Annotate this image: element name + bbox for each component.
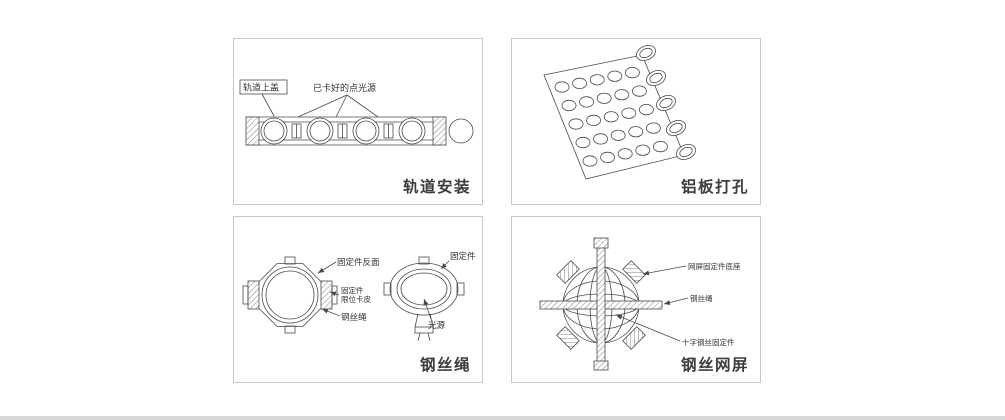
label-light-source: 光源	[428, 320, 446, 331]
label-wire-rope: 钢丝绳	[341, 312, 367, 323]
plate-diagram	[543, 45, 696, 180]
leader-lines	[317, 260, 450, 320]
panel-title-plate: 铝板打孔	[680, 178, 749, 196]
label-fixture-limit-2: 限位卡皮	[341, 294, 371, 304]
holes-grid	[554, 66, 668, 167]
mesh-diagram: 网屏固定件底座 钢丝绳 十字钢丝固定件	[539, 237, 741, 371]
fixture-back-ring	[242, 256, 338, 334]
fixture-front-ring	[383, 256, 465, 342]
panel-title-track: 轨道安装	[402, 178, 471, 196]
label-fixture-back: 固定件反面	[337, 257, 380, 268]
fixture-clips	[556, 237, 646, 371]
label-mesh-base: 网屏固定件底座	[688, 261, 741, 271]
label-clipped-lights: 已卡好的点光源	[313, 82, 376, 94]
lamps-group	[260, 117, 474, 145]
bottom-divider	[0, 416, 1005, 420]
leader-lines	[239, 79, 379, 118]
panel-title-mesh: 钢丝网屏	[680, 356, 749, 374]
panel-track-installation: 轨道上盖 已卡好的点光源 轨道安装	[233, 38, 483, 205]
label-fixture: 固定件	[450, 251, 476, 262]
label-track-cover: 轨道上盖	[243, 82, 279, 94]
track-diagram: 轨道上盖 已卡好的点光源	[239, 79, 474, 146]
panel-wire-mesh-screen: 网屏固定件底座 钢丝绳 十字钢丝固定件 钢丝网屏	[511, 216, 761, 383]
rope-diagram: 固定件反面 固定件 限位卡皮 钢丝绳 固定件 光源	[242, 251, 476, 342]
label-cross-fixture: 十字钢丝固定件	[682, 337, 735, 347]
label-wire-rope: 钢丝绳	[690, 293, 713, 303]
label-fixture-limit-1: 固定件	[341, 285, 364, 295]
edge-light-rings	[636, 45, 696, 160]
panel-title-rope: 钢丝绳	[419, 356, 471, 374]
spare-lamp	[448, 118, 474, 144]
panel-steel-wire-rope: 固定件反面 固定件 限位卡皮 钢丝绳 固定件 光源 钢丝绳	[233, 216, 483, 383]
panel-aluminum-drilling: 铝板打孔	[511, 38, 761, 205]
cross-wires	[539, 243, 663, 367]
leader-lines	[615, 265, 689, 342]
